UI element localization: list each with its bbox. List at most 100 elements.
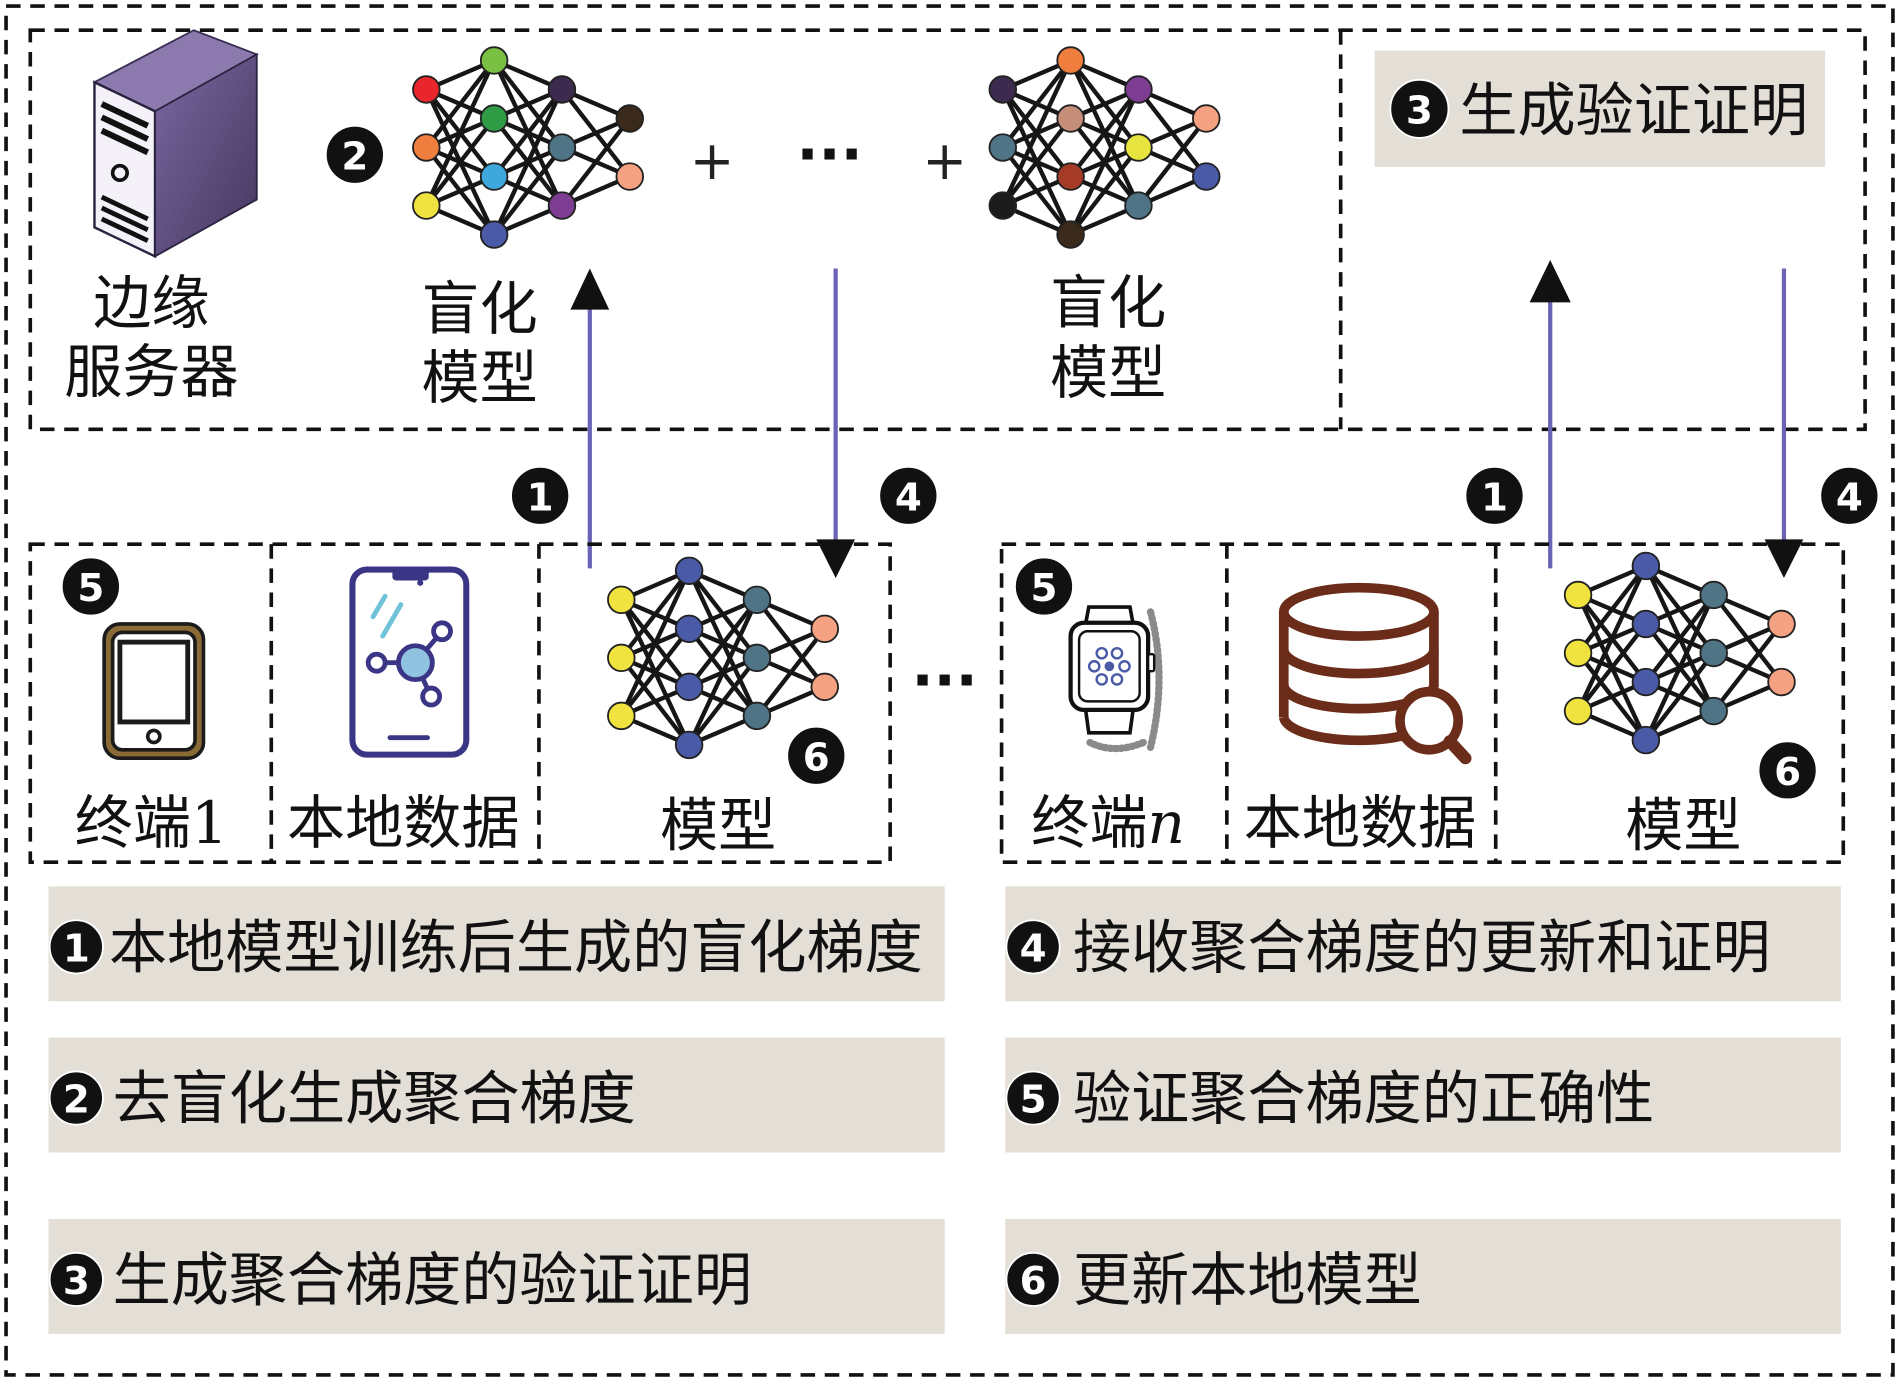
svg-text:6: 6 xyxy=(803,735,830,780)
server-drive-lines xyxy=(100,194,149,243)
edge-server-icon xyxy=(92,29,259,259)
legend-item-1: 1 本地模型训练后生成的盲化梯度 xyxy=(48,886,945,1002)
nn-node-layer2-1 xyxy=(674,556,704,585)
nn-node-layer4-1 xyxy=(1767,609,1796,639)
nn-node-layer3-2 xyxy=(742,643,772,673)
legend-item-5: 5 验证聚合梯度的正确性 xyxy=(1005,1037,1841,1153)
legend-text-1: 本地模型训练后生成的盲化梯度 xyxy=(109,913,923,981)
local-model-1-label: 模型 xyxy=(660,791,776,859)
svg-text:2: 2 xyxy=(63,1078,90,1123)
local-model-network-1 xyxy=(607,556,839,760)
legend-item-4: 4 接收聚合梯度的更新和证明 xyxy=(1005,886,1841,1002)
nn-node-layer1-1 xyxy=(1563,580,1593,610)
nn-edge xyxy=(755,627,827,718)
step-badge-aggregate: 2 xyxy=(324,124,385,185)
upload-arrow-terminal-n xyxy=(1529,259,1571,569)
nn-edge xyxy=(1576,564,1648,655)
models-ellipsis: ··· xyxy=(796,120,862,188)
nn-edge xyxy=(1136,117,1208,207)
database-search-icon xyxy=(1278,582,1472,765)
nn-edge xyxy=(1644,651,1716,742)
svg-text:4: 4 xyxy=(1836,475,1863,520)
nn-node-layer3-3 xyxy=(1124,191,1153,220)
server-label-line1: 边缘 xyxy=(93,269,209,337)
tablet-icon xyxy=(102,622,206,761)
svg-text:3: 3 xyxy=(1406,88,1433,133)
nn-edge xyxy=(492,88,564,236)
svg-text:6: 6 xyxy=(1774,750,1801,795)
nn-node-layer2-2 xyxy=(1056,104,1085,133)
nn-edge xyxy=(492,146,564,236)
nn-node-layer2-4 xyxy=(1631,725,1661,755)
step-badge-verify-n: 5 xyxy=(1013,556,1074,617)
nn-node-layer3-1 xyxy=(1699,580,1728,610)
nn-edge xyxy=(1001,59,1073,149)
legend-badge-5: 5 xyxy=(1005,1070,1061,1126)
nn-node-layer2-3 xyxy=(479,162,509,191)
nn-node-layer1-3 xyxy=(988,191,1018,220)
nn-edge xyxy=(424,117,496,207)
svg-text:1: 1 xyxy=(63,926,90,971)
nn-node-layer1-1 xyxy=(988,75,1018,104)
server-vent-lines xyxy=(100,101,150,156)
nn-node-layer2-4 xyxy=(479,220,509,249)
nn-edge xyxy=(1068,88,1141,178)
terminal-n-label: 终端n xyxy=(1031,789,1185,857)
legend-badge-2: 2 xyxy=(48,1070,104,1126)
nn-node-layer1-2 xyxy=(988,133,1018,162)
nn-node-layer3-3 xyxy=(1699,696,1728,726)
nn-node-layer3-2 xyxy=(547,133,577,162)
legend: 1 本地模型训练后生成的盲化梯度 2 去盲化生成聚合梯度 3 生成聚合梯度的验证… xyxy=(48,886,1841,1334)
legend-text-6: 更新本地模型 xyxy=(1073,1246,1422,1314)
local-data-1-label: 本地数据 xyxy=(287,789,519,857)
blinded-model-network-1 xyxy=(412,46,645,249)
nn-node-layer1-3 xyxy=(412,191,441,220)
step-badge-update-n: 6 xyxy=(1757,740,1818,801)
nn-edge xyxy=(687,598,759,746)
proof-box-label: 生成验证证明 xyxy=(1459,77,1808,145)
nn-node-layer2-2 xyxy=(1631,609,1661,639)
nn-node-layer3-1 xyxy=(742,585,772,615)
nn-node-layer1-3 xyxy=(607,701,636,731)
terminal-n-name: 终端 xyxy=(1031,789,1147,857)
proof-box-background xyxy=(1374,50,1826,167)
nn-edge xyxy=(1068,146,1141,236)
server-region-frame xyxy=(28,28,1867,432)
outer-frame xyxy=(4,4,1895,1377)
nn-edge xyxy=(687,656,759,747)
nn-node-layer1-2 xyxy=(412,133,441,162)
server-power-button xyxy=(110,163,129,182)
nn-node-layer1-1 xyxy=(607,585,636,615)
nn-edge xyxy=(1001,117,1073,207)
nn-edge xyxy=(492,88,564,178)
nn-edge xyxy=(619,627,691,718)
legend-text-2: 去盲化生成聚合梯度 xyxy=(113,1065,636,1133)
step-badge-upload-1: 1 xyxy=(510,465,571,526)
nn-edge xyxy=(619,569,692,717)
nn-node-layer2-4 xyxy=(1056,220,1085,249)
nn-edge xyxy=(1644,593,1716,684)
blinded-model-network-n xyxy=(988,46,1221,249)
proof-generation-box: 3 生成验证证明 xyxy=(1374,50,1826,167)
local-data-n-label: 本地数据 xyxy=(1244,789,1476,857)
smartphone-network-icon xyxy=(349,566,470,758)
nn-edge xyxy=(424,59,497,207)
local-model-n-label: 模型 xyxy=(1625,791,1741,859)
step-badge-upload-n: 1 xyxy=(1464,465,1525,526)
nn-edge xyxy=(1576,622,1648,713)
svg-text:6: 6 xyxy=(1020,1259,1047,1304)
nn-node-layer2-1 xyxy=(1631,551,1661,581)
terminals-ellipsis: ··· xyxy=(912,646,978,714)
nn-node-layer4-1 xyxy=(615,104,645,133)
nn-node-layer3-3 xyxy=(742,701,772,731)
nn-edge xyxy=(1643,594,1716,742)
step-badge-verify-1: 5 xyxy=(60,556,121,617)
legend-badge-6: 6 xyxy=(1005,1251,1061,1307)
legend-text-4: 接收聚合梯度的更新和证明 xyxy=(1073,913,1770,981)
nn-edge xyxy=(619,569,691,660)
nn-node-layer2-2 xyxy=(674,614,704,644)
terminal-1-group: 5 终端1 本地数据 6 模型 xyxy=(28,542,892,865)
blinded-model-n-label-line2: 模型 xyxy=(1050,339,1166,407)
nn-node-layer4-1 xyxy=(810,614,839,644)
